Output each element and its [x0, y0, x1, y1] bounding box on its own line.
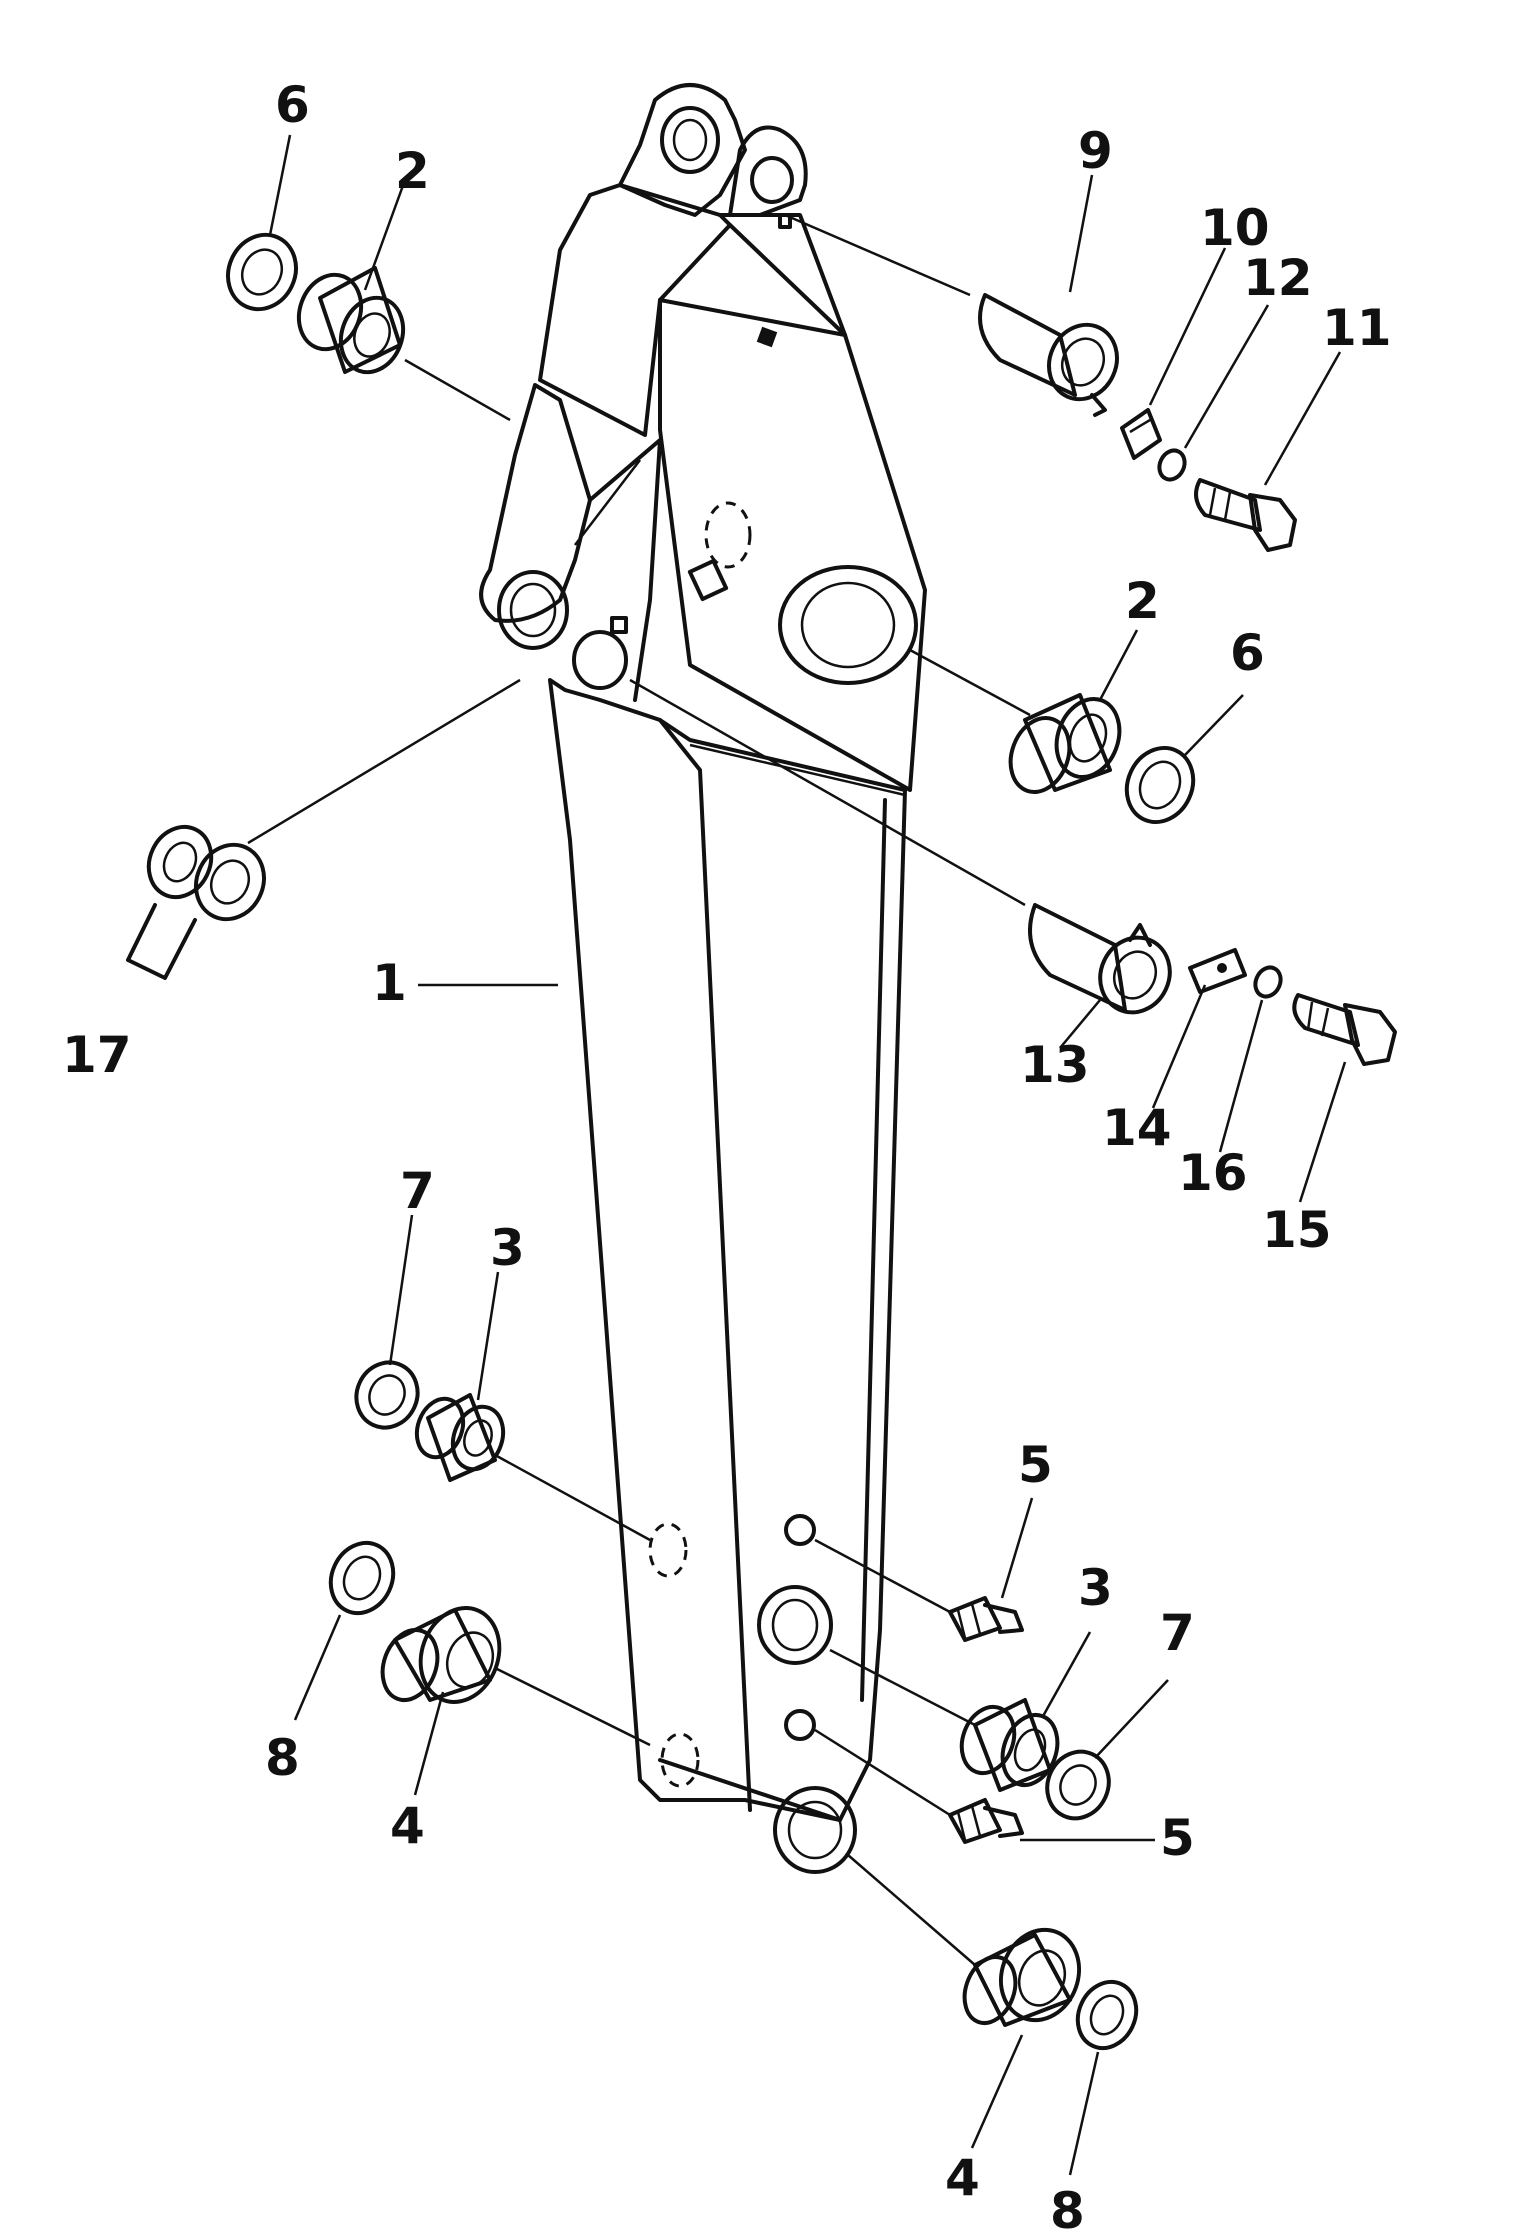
alignment-lines [247, 213, 1031, 1966]
callout-12: 12 [1243, 249, 1313, 307]
part-17-shims [126, 824, 266, 980]
callout-2-mid: 2 [1125, 572, 1160, 630]
part-2-bushing-mid [1008, 693, 1122, 794]
callout-13: 13 [1020, 1036, 1090, 1094]
callout-16: 16 [1178, 1144, 1248, 1202]
callout-15: 15 [1262, 1201, 1332, 1259]
callout-2-upper: 2 [395, 142, 430, 200]
part-6-seal-mid [1124, 746, 1196, 824]
callout-17: 17 [62, 1026, 132, 1084]
callout-9: 9 [1078, 122, 1113, 180]
callout-1: 1 [372, 954, 407, 1012]
callout-6-mid: 6 [1230, 624, 1265, 682]
part-12-washer [1157, 448, 1187, 482]
part-14-lock-plate [1188, 948, 1247, 994]
callout-11: 11 [1322, 299, 1392, 357]
callout-3-left: 3 [490, 1219, 525, 1277]
callout-14: 14 [1102, 1099, 1172, 1157]
part-16-washer [1253, 965, 1283, 999]
part-15-bolt [1292, 993, 1397, 1066]
callout-6-upper: 6 [275, 76, 310, 134]
callout-7-left: 7 [400, 1162, 435, 1220]
part-10-lock-plate [1120, 408, 1162, 460]
callout-8-left: 8 [265, 1729, 300, 1787]
callout-7-right: 7 [1160, 1604, 1195, 1662]
callout-8-right: 8 [1050, 2182, 1085, 2238]
part-8-seal-left [328, 1540, 396, 1616]
part-8-seal-right [1075, 1979, 1139, 2051]
part-6-seal-upper [226, 232, 298, 312]
part-7-seal-left [354, 1360, 420, 1430]
callout-5-upper: 5 [1018, 1436, 1053, 1494]
part-9-pin-upper [978, 293, 1119, 417]
callout-4-right: 4 [945, 2149, 980, 2207]
callout-labels: 1 2 2 3 3 4 4 5 5 6 6 7 7 8 8 9 10 11 12… [62, 76, 1392, 2238]
arm-body [479, 83, 927, 1874]
callout-3-right: 3 [1078, 1559, 1113, 1617]
part-5-grease-fitting-upper [948, 1596, 1024, 1642]
callout-5-lower: 5 [1160, 1809, 1195, 1867]
callout-4-left: 4 [390, 1797, 425, 1855]
part-3-bushing-left [414, 1393, 506, 1482]
callout-10: 10 [1200, 199, 1270, 257]
callout-leaders [268, 134, 1347, 2176]
part-7-seal-right [1045, 1749, 1111, 1821]
part-11-bolt [1194, 478, 1297, 552]
part-5-grease-fitting-lower [948, 1798, 1024, 1844]
part-13-pin-mid [1028, 903, 1172, 1015]
part-2-bushing-upper [296, 266, 406, 375]
part-4-flanged-bushing-right [962, 1927, 1082, 2027]
